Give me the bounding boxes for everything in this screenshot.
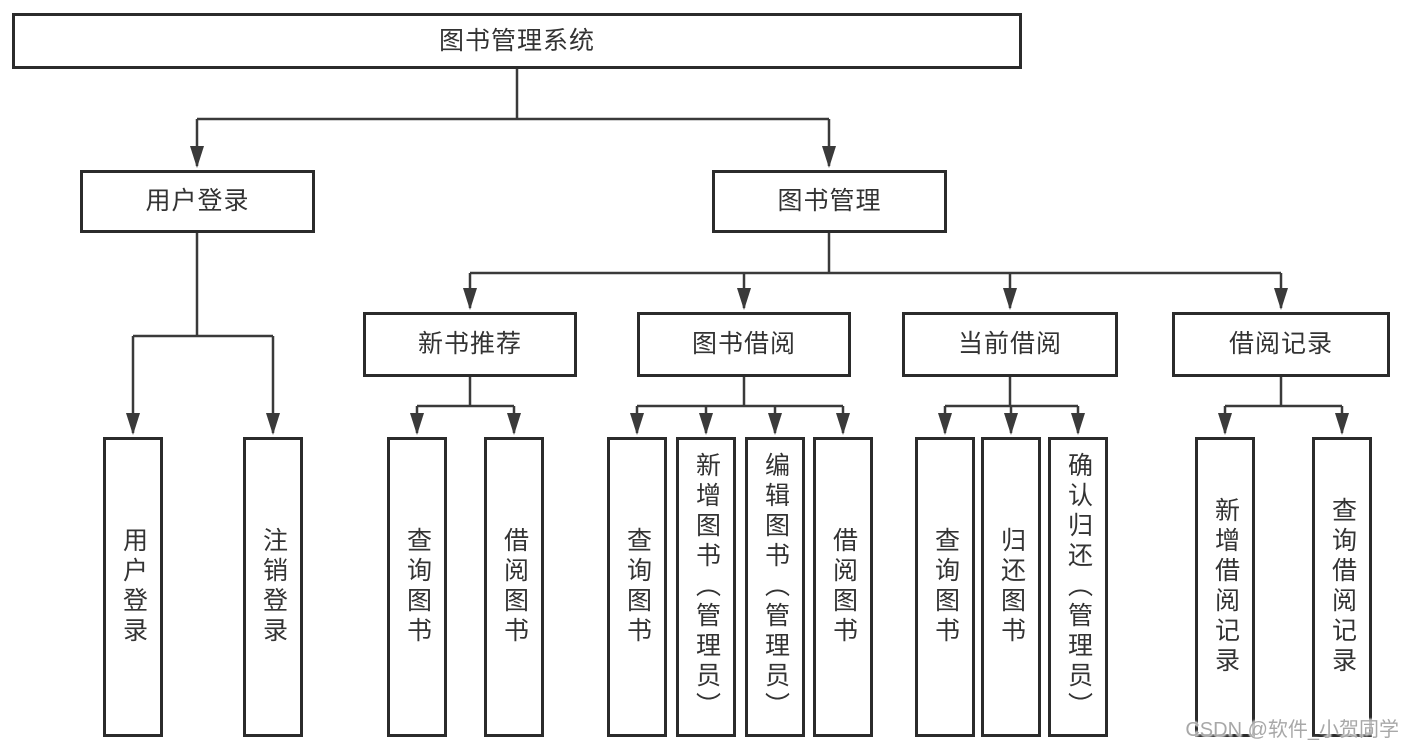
leaf-confirm-return-admin-label: 确认归还（管理员） <box>1064 452 1093 722</box>
leaf-add-book-admin: 新增图书（管理员） <box>676 437 736 737</box>
node-new-book-recommend: 新书推荐 <box>363 312 577 377</box>
leaf-query-books-recommend: 查询图书 <box>387 437 447 737</box>
leaf-borrow-books-recommend: 借阅图书 <box>484 437 544 737</box>
leaf-query-books-current: 查询图书 <box>915 437 975 737</box>
node-borrow-records-label: 借阅记录 <box>1228 330 1333 358</box>
leaf-borrow-books-borrow-label: 借阅图书 <box>829 527 858 647</box>
node-book-borrow: 图书借阅 <box>637 312 851 377</box>
leaf-return-books: 归还图书 <box>981 437 1041 737</box>
node-root-label: 图书管理系统 <box>438 26 595 55</box>
node-new-book-recommend-label: 新书推荐 <box>417 330 522 358</box>
node-book-management-label: 图书管理 <box>777 187 882 215</box>
node-borrow-records: 借阅记录 <box>1172 312 1390 377</box>
leaf-query-books-current-label: 查询图书 <box>931 527 960 647</box>
leaf-query-books-borrow-label: 查询图书 <box>623 527 652 647</box>
leaf-query-books-borrow: 查询图书 <box>607 437 667 737</box>
node-book-management: 图书管理 <box>712 170 947 233</box>
node-user-login: 用户登录 <box>80 170 315 233</box>
leaf-add-borrow-record: 新增借阅记录 <box>1195 437 1255 737</box>
leaf-borrow-books-recommend-label: 借阅图书 <box>500 527 529 647</box>
leaf-logout-label: 注销登录 <box>259 527 288 647</box>
node-book-borrow-label: 图书借阅 <box>691 330 796 358</box>
leaf-query-borrow-record-label: 查询借阅记录 <box>1328 497 1357 677</box>
node-current-borrow: 当前借阅 <box>902 312 1118 377</box>
leaf-user-login: 用户登录 <box>103 437 163 737</box>
leaf-logout: 注销登录 <box>243 437 303 737</box>
leaf-return-books-label: 归还图书 <box>997 527 1026 647</box>
leaf-user-login-label: 用户登录 <box>119 527 148 647</box>
node-root: 图书管理系统 <box>12 13 1022 69</box>
node-current-borrow-label: 当前借阅 <box>957 330 1062 358</box>
leaf-edit-book-admin-label: 编辑图书（管理员） <box>761 452 790 722</box>
leaf-query-borrow-record: 查询借阅记录 <box>1312 437 1372 737</box>
leaf-confirm-return-admin: 确认归还（管理员） <box>1048 437 1108 737</box>
node-user-login-label: 用户登录 <box>145 187 250 215</box>
watermark: CSDN @软件_小贺同学 <box>1185 719 1399 741</box>
leaf-edit-book-admin: 编辑图书（管理员） <box>745 437 805 737</box>
leaf-add-book-admin-label: 新增图书（管理员） <box>692 452 721 722</box>
leaf-add-borrow-record-label: 新增借阅记录 <box>1211 497 1240 677</box>
leaf-borrow-books-borrow: 借阅图书 <box>813 437 873 737</box>
leaf-query-books-recommend-label: 查询图书 <box>403 527 432 647</box>
